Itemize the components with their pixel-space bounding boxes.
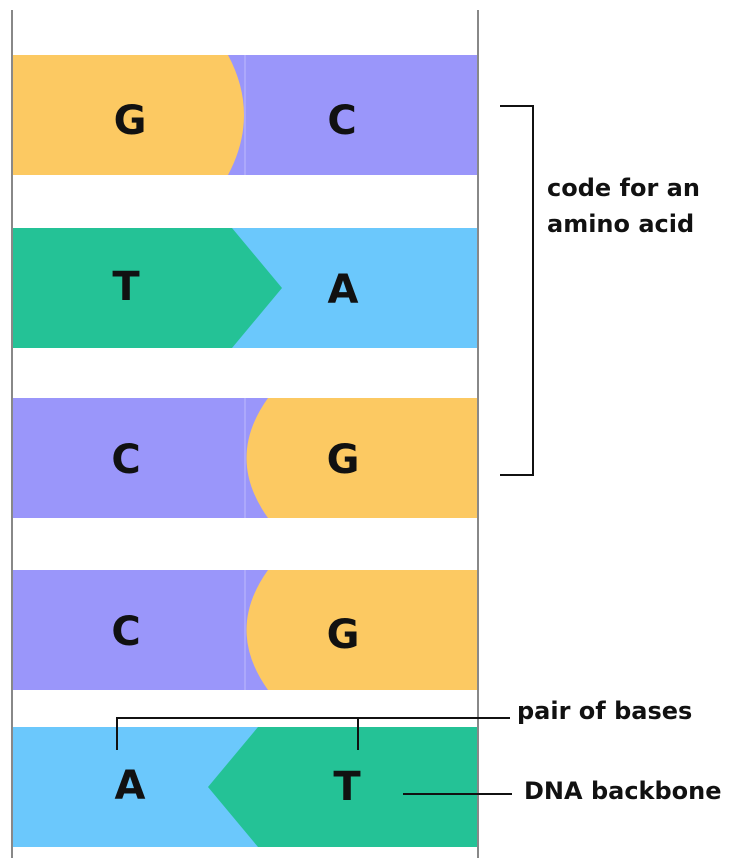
base-letter: G bbox=[326, 437, 360, 483]
base-right-thymine bbox=[208, 727, 477, 847]
codon-bracket bbox=[500, 105, 534, 476]
codon-label-line-2: amino acid bbox=[547, 210, 695, 238]
base-letter: T bbox=[112, 264, 140, 310]
dna-backbone-label: DNA backbone bbox=[524, 777, 722, 805]
base-pair-row-2 bbox=[13, 228, 477, 348]
base-letter: G bbox=[113, 98, 147, 144]
base-right-guanine bbox=[246, 570, 477, 690]
codon-label-line-1: code for an bbox=[547, 174, 700, 202]
base-right-guanine bbox=[246, 398, 477, 518]
base-pair-row-4 bbox=[13, 570, 477, 690]
base-letter: C bbox=[111, 609, 141, 655]
base-pair-row-1 bbox=[13, 55, 477, 175]
base-left-guanine bbox=[13, 55, 244, 175]
base-letter: C bbox=[327, 98, 357, 144]
pair-of-bases-pointer bbox=[116, 717, 510, 750]
base-letter: A bbox=[114, 763, 146, 809]
base-left-thymine bbox=[13, 228, 282, 348]
base-letter: T bbox=[333, 764, 361, 810]
base-pair-row-5 bbox=[13, 727, 477, 847]
base-letter: A bbox=[327, 267, 359, 313]
base-pair-row-3 bbox=[13, 398, 477, 518]
pair-of-bases-label: pair of bases bbox=[517, 697, 693, 725]
base-letter: C bbox=[111, 437, 141, 483]
base-letter: G bbox=[326, 612, 360, 658]
